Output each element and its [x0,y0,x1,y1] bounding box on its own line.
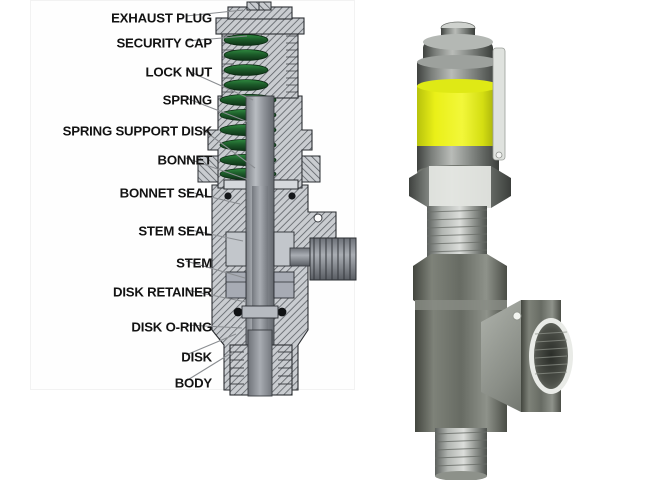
photo-inlet-thread [434,428,488,480]
callout-label-spring-support-disk: SPRING SUPPORT DISK [62,123,213,139]
exhaust-plug [246,1,272,11]
valve-photograph [395,0,646,480]
callout-label-stem-seal: STEM SEAL [138,223,212,239]
photo-security-cap-yellow [417,79,499,148]
callout-label-disk-retainer: DISK RETAINER [113,284,212,300]
callout-label-spring: SPRING [162,92,213,108]
photo-cap-bracket [492,47,506,161]
callout-label-disk-o-ring: DISK O-RING [131,319,212,335]
callout-label-lock-nut: LOCK NUT [145,64,212,80]
inlet-nipple [229,329,293,397]
callout-label-body: BODY [174,375,213,391]
callout-label-exhaust-plug: EXHAUST PLUG [111,10,212,26]
side-outlet-port [289,213,357,281]
callout-label-disk: DISK [181,349,212,365]
callout-label-stem: STEM [176,255,212,271]
cutaway-svg [197,1,357,397]
photo-svg [409,21,573,480]
callout-label-bonnet-seal: BONNET SEAL [119,185,213,201]
photo-lock-nut [409,166,511,208]
callout-label-column: EXHAUST PLUG SECURITY CAP LOCK NUT SPRING SP… [0,0,213,400]
callout-label-bonnet: BONNET [157,152,213,168]
disk-o-ring [233,307,287,317]
callout-label-security-cap: SECURITY CAP [116,35,212,51]
disk [241,305,279,319]
photo-side-outlet [481,300,573,412]
valve-cutaway-drawing [190,0,360,400]
photo-body-hex [413,254,507,312]
lock-nut [215,17,305,35]
